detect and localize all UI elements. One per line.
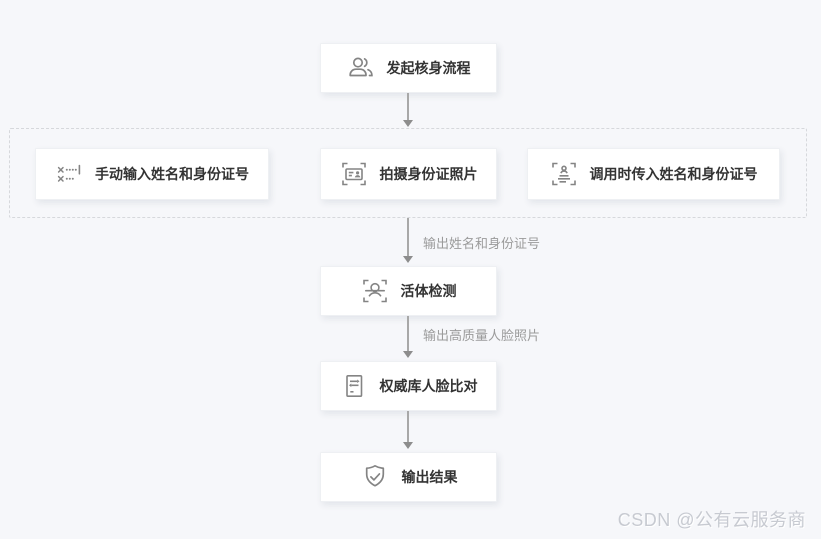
edge-label-output-name-id: 输出姓名和身份证号: [423, 236, 541, 251]
node-label: 发起核身流程: [386, 60, 471, 76]
node-output-result: 输出结果: [320, 452, 497, 502]
node-label: 手动输入姓名和身份证号: [95, 166, 249, 182]
arrow-liveness-to-compare: [403, 316, 413, 358]
idcard-scan-icon: [340, 160, 368, 188]
arrow-inputs-to-liveness: [403, 218, 413, 263]
node-label: 输出结果: [401, 469, 458, 485]
node-label: 活体检测: [400, 283, 457, 299]
node-label: 权威库人脸比对: [379, 378, 478, 394]
node-start-verification: 发起核身流程: [320, 43, 497, 93]
shield-check-icon: [360, 462, 390, 492]
doc-transfer-icon: [340, 372, 368, 400]
node-manual-input: 手动输入姓名和身份证号: [35, 148, 269, 200]
edge-label-output-face-photo: 输出高质量人脸照片: [423, 328, 541, 343]
group-icon: [347, 54, 375, 82]
face-scan-icon: [361, 277, 389, 305]
node-authoritative-face-compare: 权威库人脸比对: [320, 361, 497, 411]
arrowhead-icon: [403, 351, 413, 358]
arrow-compare-to-result: [403, 411, 413, 449]
input-options-group: [9, 128, 807, 218]
arrowhead-icon: [403, 442, 413, 449]
node-label: 调用时传入姓名和身份证号: [589, 166, 758, 182]
arrowhead-icon: [403, 256, 413, 263]
watermark: CSDN @公有云服务商: [617, 510, 806, 530]
arrow-start-to-inputs: [403, 93, 413, 127]
node-liveness-detection: 活体检测: [320, 266, 497, 316]
node-idcard-photo: 拍摄身份证照片: [320, 148, 497, 200]
manual-typing-icon: [55, 160, 83, 188]
profile-scan-icon: [550, 160, 578, 188]
node-label: 拍摄身份证照片: [379, 166, 478, 182]
arrowhead-icon: [403, 120, 413, 127]
node-api-passed-input: 调用时传入姓名和身份证号: [527, 148, 780, 200]
